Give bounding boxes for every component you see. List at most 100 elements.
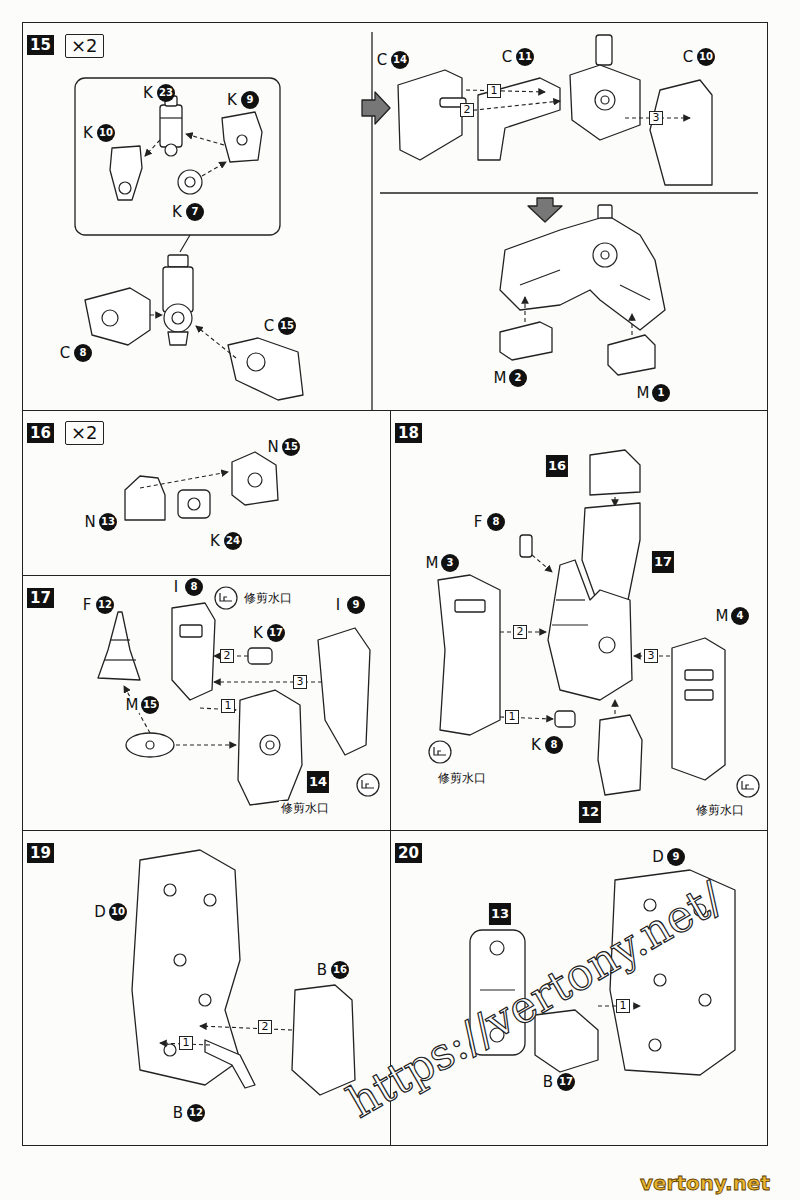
step-number: 16	[27, 423, 54, 443]
assembly-arrow	[466, 101, 560, 111]
frame-line	[371, 32, 372, 410]
assembly-arrow	[202, 162, 226, 176]
part-letter: M	[125, 697, 140, 714]
part-hole	[247, 353, 265, 371]
frame-line	[556, 599, 585, 600]
part-outline	[126, 733, 174, 757]
part-letter: C	[263, 318, 275, 335]
trim-icon-mark	[362, 780, 374, 788]
part-outline	[168, 255, 188, 267]
trim-note: 修剪水口	[279, 801, 331, 815]
part-letter: B	[172, 1105, 184, 1122]
step-panel: 15×2	[22, 22, 768, 411]
trim-icon	[429, 741, 451, 763]
watermark-logo: vertony.net	[640, 1173, 770, 1193]
part-number: 3	[441, 554, 459, 572]
frame-line	[180, 235, 190, 252]
step-callout: 1	[487, 84, 501, 98]
assembly-arrow	[186, 134, 224, 145]
part-outline	[685, 670, 713, 680]
frame-line	[104, 659, 136, 660]
step-arrow	[528, 198, 562, 222]
quantity-text: ×2	[71, 422, 98, 444]
part-letter: K	[209, 533, 221, 550]
part-outline	[292, 985, 355, 1095]
part-number: 14	[391, 51, 409, 69]
assembly-arrow	[150, 314, 162, 315]
part-number: 16	[331, 961, 349, 979]
part-hole	[164, 304, 192, 332]
part-number: 9	[667, 848, 685, 866]
part-outline	[85, 288, 150, 345]
part-letter: K	[142, 85, 154, 102]
assembly-arrow	[524, 297, 525, 322]
part-number: 15	[282, 438, 300, 456]
part-number: 9	[347, 596, 365, 614]
part-letter: C	[59, 345, 71, 362]
step-callout: 3	[649, 111, 663, 125]
part-hole	[237, 135, 247, 145]
detail-inset	[75, 78, 280, 235]
part-number: 11	[516, 48, 534, 66]
part-letter: K	[171, 204, 183, 221]
part-outline	[178, 490, 210, 518]
part-number: 12	[187, 1104, 205, 1122]
part-outline	[672, 638, 725, 780]
part-outline	[398, 70, 462, 160]
part-letter: K	[82, 125, 94, 142]
trim-note: 修剪水口	[242, 591, 294, 605]
step-callout: 1	[616, 999, 630, 1013]
step-callout: 1	[505, 710, 519, 724]
trim-icon-mark	[434, 747, 446, 755]
part-hole	[185, 177, 195, 187]
part-number: 8	[74, 344, 92, 362]
part-outline	[685, 690, 713, 700]
step-callout: 2	[220, 649, 234, 663]
part-hole	[595, 90, 615, 110]
part-hole	[164, 884, 176, 896]
part-outline	[232, 452, 278, 505]
part-letter: I	[173, 579, 179, 596]
part-hole	[599, 637, 615, 653]
part-number: 24	[224, 532, 242, 550]
part-hole	[102, 310, 118, 326]
part-outline	[500, 218, 665, 330]
frame-line	[552, 624, 588, 625]
part-outline	[318, 628, 370, 755]
step-callout: 1	[179, 1036, 193, 1050]
frame-line	[620, 285, 650, 300]
part-outline	[608, 335, 655, 375]
part-number: 4	[731, 607, 749, 625]
step-callout: 1	[221, 699, 235, 713]
part-number: 8	[185, 578, 203, 596]
assembly-arrow	[196, 326, 236, 358]
part-hole	[204, 894, 216, 906]
step-callout: 2	[258, 1020, 272, 1034]
part-hole	[199, 994, 211, 1006]
part-outline	[125, 476, 165, 520]
part-outline	[222, 112, 262, 162]
part-outline	[160, 105, 182, 147]
trim-icon	[737, 775, 759, 797]
quantity-box: ×2	[65, 421, 104, 445]
frame-line	[380, 192, 758, 193]
step-arrow	[362, 92, 390, 124]
trim-note: 修剪水口	[694, 803, 746, 817]
trim-icon	[215, 587, 237, 609]
part-outline	[520, 535, 532, 557]
step-callout: 3	[644, 649, 658, 663]
part-outline	[98, 612, 140, 680]
part-letter: D	[93, 904, 107, 921]
part-outline	[248, 648, 272, 664]
quantity-text: ×2	[71, 35, 98, 57]
part-letter: K	[530, 737, 542, 754]
part-letter: N	[83, 514, 96, 531]
part-block-number: 12	[579, 801, 601, 823]
part-hole	[248, 473, 262, 487]
step-callout: 3	[293, 675, 307, 689]
part-hole	[172, 312, 184, 324]
part-letter: C	[501, 49, 513, 66]
part-letter: D	[651, 849, 665, 866]
